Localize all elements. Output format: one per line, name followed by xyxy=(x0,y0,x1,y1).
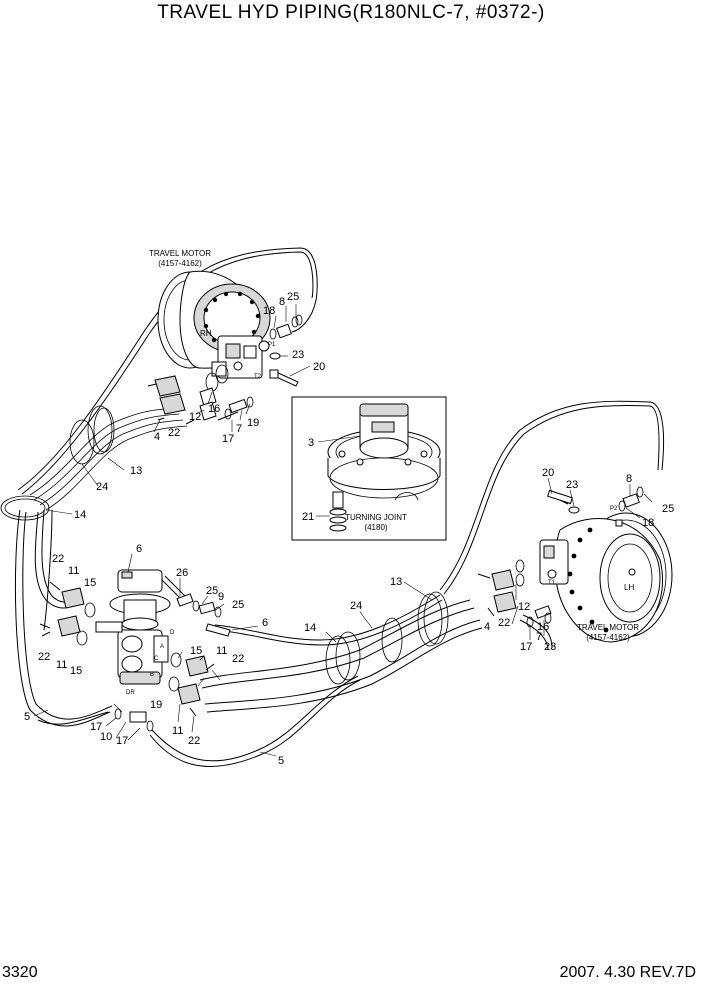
callout-20-rh: 20 xyxy=(313,361,325,373)
port-p2: P2 xyxy=(610,506,618,512)
callout-11-c2: 11 xyxy=(172,725,183,737)
callout-16-lh: 16 xyxy=(537,621,549,633)
motor-rh-side: RH xyxy=(200,329,212,338)
callout-18-lh: 18 xyxy=(642,517,654,529)
callout-25-a: 25 xyxy=(206,585,218,597)
callout-20-lh: 20 xyxy=(542,467,554,479)
callout-14-rh: 14 xyxy=(74,509,86,521)
callout-3: 3 xyxy=(308,437,314,449)
callout-22-lh: 22 xyxy=(498,617,510,629)
callout-22-l1: 22 xyxy=(52,553,64,565)
travel-motor-rh xyxy=(157,270,271,379)
callout-numbers: 18 8 25 23 20 16 12 4 22 17 7 19 13 24 1… xyxy=(24,291,674,767)
callout-22-c1: 22 xyxy=(232,653,244,665)
callout-18-rh: 18 xyxy=(263,305,275,317)
leader-lines xyxy=(33,304,653,757)
callout-23-rh: 23 xyxy=(292,349,304,361)
motor-lh-side: LH xyxy=(624,583,634,592)
callout-7-lh: 7 xyxy=(536,631,542,643)
callout-9: 9 xyxy=(218,591,224,603)
port-t1: T1 xyxy=(548,580,556,586)
callout-19-bottom: 19 xyxy=(150,699,162,711)
left-flanges xyxy=(39,581,96,646)
callout-17-rh: 17 xyxy=(222,433,234,445)
callout-22-rh: 22 xyxy=(168,427,180,439)
callout-5-bottom: 5 xyxy=(278,755,284,767)
callout-11-l2: 11 xyxy=(56,659,67,671)
callout-13-lh: 13 xyxy=(390,576,402,588)
callout-17-lh: 17 xyxy=(520,641,532,653)
callout-10: 10 xyxy=(100,731,112,743)
callout-23b-lh: 23 xyxy=(544,641,556,653)
port-d: D xyxy=(170,630,175,636)
callout-16-rh: 16 xyxy=(208,403,220,415)
hose-bundle xyxy=(14,247,665,767)
callout-4-lh: 4 xyxy=(484,621,490,633)
callout-25-b: 25 xyxy=(232,599,244,611)
turning-joint-ref: (4180) xyxy=(364,523,387,532)
center-fittings xyxy=(114,593,231,732)
callout-21: 21 xyxy=(302,511,314,523)
callout-15-l2: 15 xyxy=(70,665,82,677)
port-b: B xyxy=(150,672,154,678)
callout-5-left: 5 xyxy=(24,711,30,723)
callout-15-c: 15 xyxy=(190,645,202,657)
turning-joint-inset xyxy=(291,396,447,541)
callout-17-b1: 17 xyxy=(90,721,102,733)
port-p1: P1 xyxy=(268,342,276,348)
callout-23-lh: 23 xyxy=(566,479,578,491)
callout-24-center: 24 xyxy=(350,600,362,612)
turning-joint-label: TURNING JOINT xyxy=(345,513,407,522)
port-t2: T2 xyxy=(254,374,262,380)
callout-8-rh: 8 xyxy=(279,296,285,308)
center-swivel-block xyxy=(95,569,186,685)
callout-22-c2: 22 xyxy=(188,735,200,747)
callout-7-rh: 7 xyxy=(236,423,242,435)
callout-26: 26 xyxy=(176,567,188,579)
page-title: TRAVEL HYD PIPING(R180NLC-7, #0372-) xyxy=(157,2,545,23)
callout-8-lh: 8 xyxy=(626,473,632,485)
callout-6-top: 6 xyxy=(136,543,142,555)
callout-22-l2: 22 xyxy=(38,651,50,663)
callout-11-c1: 11 xyxy=(216,645,227,657)
callout-24-rh: 24 xyxy=(96,481,108,493)
page-number: 3320 xyxy=(2,964,38,981)
callout-15-l1: 15 xyxy=(84,577,96,589)
motor-lh-label: TRAVEL MOTOR xyxy=(577,623,639,632)
callout-12-lh: 12 xyxy=(518,601,530,613)
callout-17-b2: 17 xyxy=(116,735,128,747)
port-dr: DR xyxy=(126,690,135,696)
callout-25-lh: 25 xyxy=(662,503,674,515)
travel-motor-lh xyxy=(539,512,673,643)
port-a: A xyxy=(160,644,164,650)
port-c: C xyxy=(154,656,159,662)
callout-19-rh: 19 xyxy=(247,417,259,429)
callout-13-rh: 13 xyxy=(130,465,142,477)
motor-rh-label: TRAVEL MOTOR xyxy=(149,249,211,258)
motor-lh-ref: (4157-4162) xyxy=(586,633,630,642)
lh-fittings xyxy=(477,486,644,628)
callout-14-center: 14 xyxy=(304,622,316,634)
callout-4-rh: 4 xyxy=(154,431,160,443)
revision-date: 2007. 4.30 REV.7D xyxy=(559,964,696,981)
motor-rh-ref: (4157-4162) xyxy=(158,259,202,268)
callout-25-rh: 25 xyxy=(287,291,299,303)
callout-11-l1: 11 xyxy=(68,565,79,577)
callout-12-rh: 12 xyxy=(189,411,201,423)
callout-6-mid: 6 xyxy=(262,617,268,629)
